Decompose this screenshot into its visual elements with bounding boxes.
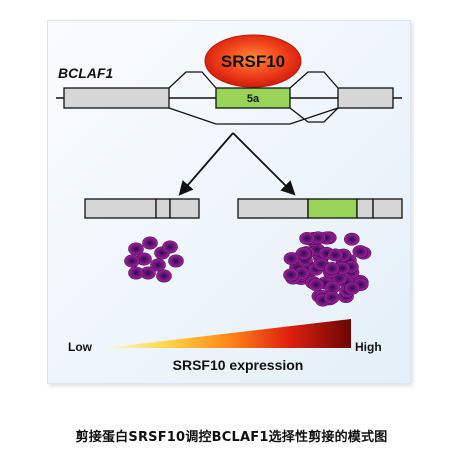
expression-gradient-wedge	[103, 319, 351, 348]
splicing-diagram: BCLAF1 SRSF10 5a	[56, 34, 403, 373]
cell	[352, 245, 369, 259]
exon-left	[63, 87, 170, 109]
figure-caption: 剪接蛋白SRSF10调控BCLAF1选择性剪接的模式图	[75, 430, 388, 445]
cell-cluster-large	[283, 231, 372, 307]
cell	[344, 281, 361, 295]
cell	[283, 252, 300, 266]
splicing-factor-label: SRSF10	[221, 52, 285, 71]
cell	[308, 278, 325, 292]
cell	[128, 266, 144, 280]
cell	[128, 242, 144, 256]
cell	[168, 254, 184, 268]
splice-junction-upper-left	[168, 71, 217, 89]
cell	[343, 232, 360, 246]
arrow-to-included-isoform	[232, 132, 296, 196]
cell	[124, 254, 140, 268]
cell	[324, 262, 340, 275]
isoform-skipped	[84, 198, 200, 219]
exon-5a	[215, 87, 291, 109]
splicing-model-figure: BCLAF1 SRSF10 5a	[47, 20, 411, 384]
cell	[142, 236, 158, 250]
cell	[156, 269, 172, 283]
splice-junction-upper-right	[289, 71, 339, 89]
cell-cluster-small	[124, 236, 184, 283]
cell	[299, 231, 315, 245]
splicing-factor-badge: SRSF10	[204, 34, 302, 88]
cell	[162, 240, 178, 254]
splice-junction-lower-right	[289, 107, 339, 123]
splice-junction-skip	[168, 107, 339, 125]
exon-right	[337, 87, 394, 109]
expression-title: SRSF10 expression	[173, 357, 304, 373]
scale-high-label: High	[355, 340, 382, 354]
arrow-to-skipped-isoform	[178, 132, 234, 196]
gene-label: BCLAF1	[58, 65, 113, 81]
cell	[327, 248, 344, 262]
cell	[283, 268, 299, 282]
cell	[323, 291, 340, 305]
isoform-included	[237, 198, 403, 219]
exon-5a-label: 5a	[247, 93, 260, 105]
scale-low-label: Low	[68, 340, 93, 354]
cell	[150, 258, 166, 272]
